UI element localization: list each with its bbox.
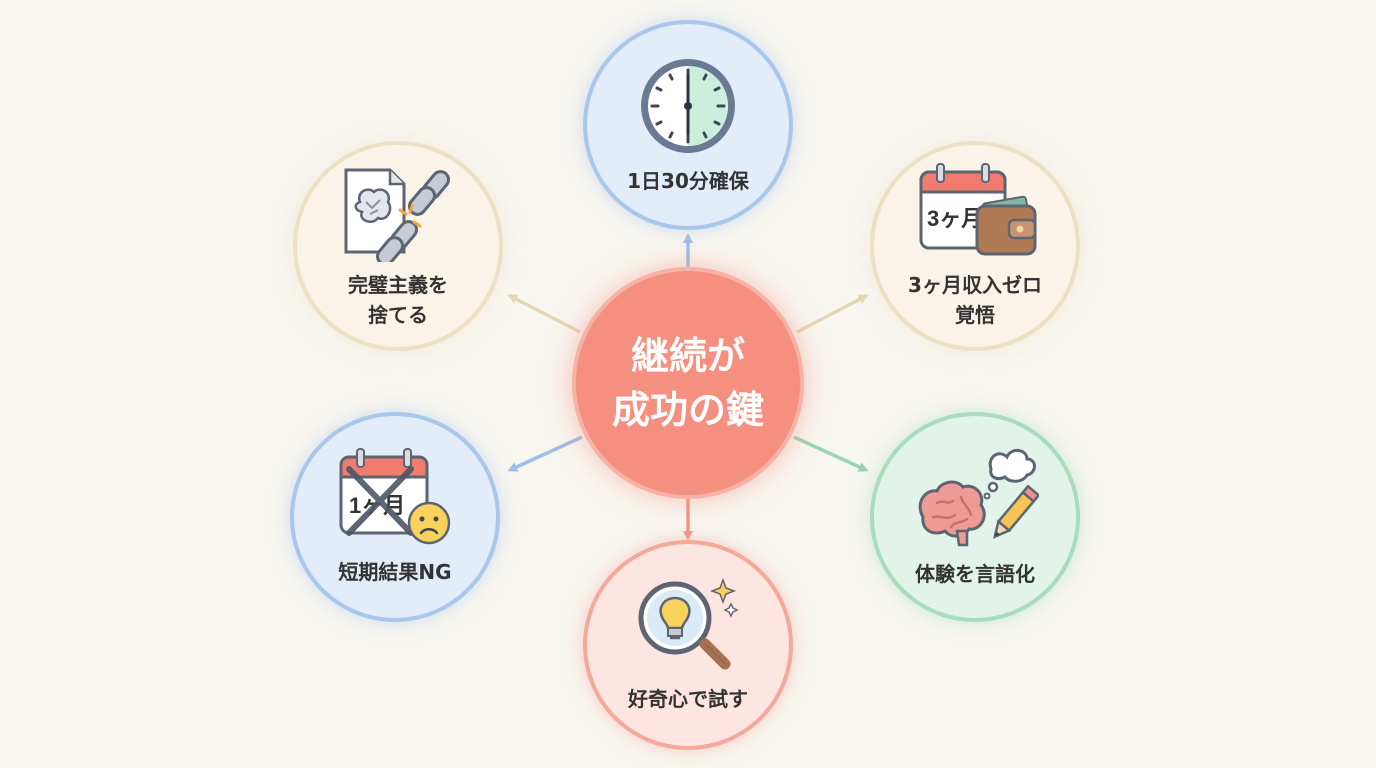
arrow-to-income bbox=[796, 294, 869, 334]
calendar-text: 3ヶ月 bbox=[927, 206, 983, 231]
node-label: 短期結果NG bbox=[338, 560, 452, 584]
magnifier-lightbulb-icon bbox=[638, 577, 739, 670]
broken-chain-icon bbox=[344, 168, 450, 262]
node-label: 1日30分確保 bbox=[627, 169, 749, 193]
arrow-to-verbalize bbox=[793, 435, 869, 472]
calendar-wallet-icon: 3ヶ月 bbox=[919, 163, 1037, 256]
clock-icon bbox=[641, 59, 735, 153]
crossed-calendar-icon: 1ヶ月 bbox=[339, 448, 451, 545]
brain-thought-icon bbox=[918, 449, 1039, 547]
arrow-to-short-term bbox=[507, 435, 583, 472]
center-label: 継続が 成功の鍵 bbox=[611, 334, 764, 432]
node-curiosity: 好奇心で試す bbox=[583, 540, 793, 750]
node-income: 3ヶ月 3ヶ月収入ゼロ 覚悟 bbox=[870, 141, 1080, 351]
node-short-term: 1ヶ月 短期結果NG bbox=[290, 412, 500, 622]
node-label: 好奇心で試す bbox=[628, 687, 748, 711]
node-label: 完璧主義を 捨てる bbox=[348, 273, 448, 327]
node-time: 1日30分確保 bbox=[583, 20, 793, 230]
node-label: 体験を言語化 bbox=[915, 562, 1035, 586]
node-label: 3ヶ月収入ゼロ 覚悟 bbox=[908, 273, 1042, 327]
node-verbalize: 体験を言語化 bbox=[870, 412, 1080, 622]
center-node: 継続が 成功の鍵 bbox=[572, 267, 804, 499]
arrow-to-perfectionism bbox=[507, 294, 581, 334]
node-perfectionism: 完璧主義を 捨てる bbox=[293, 141, 503, 351]
